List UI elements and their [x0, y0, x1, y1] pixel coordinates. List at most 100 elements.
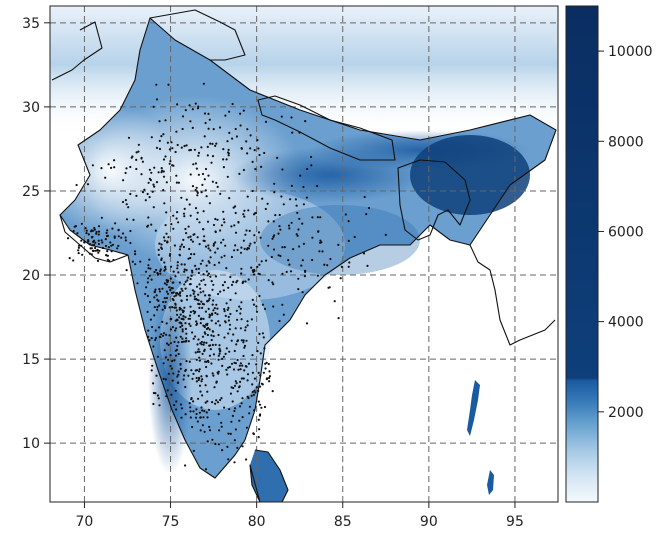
station-dot [185, 294, 189, 298]
station-dot [164, 119, 167, 122]
station-dot [258, 332, 261, 336]
station-dot [162, 189, 165, 192]
station-dot [227, 458, 230, 461]
station-dot [222, 210, 225, 213]
station-dot [177, 373, 180, 376]
station-dot [76, 232, 79, 235]
station-dot [184, 316, 187, 319]
station-dot [106, 258, 109, 261]
station-dot [180, 416, 183, 419]
station-dot [218, 126, 222, 129]
station-dot [226, 140, 229, 143]
colorbar-gradient [566, 6, 598, 502]
station-dot [233, 409, 236, 413]
station-dot [211, 438, 214, 441]
station-dot [177, 271, 180, 274]
station-dot [253, 149, 256, 152]
station-dot [160, 258, 163, 262]
station-dot [202, 317, 205, 320]
station-dot [216, 401, 220, 404]
station-dot [117, 235, 120, 238]
station-dot [91, 235, 94, 238]
station-dot [172, 227, 175, 230]
y-tick-label: 15 [22, 352, 40, 368]
station-dot [230, 283, 234, 286]
station-dot [219, 290, 222, 293]
station-dot [204, 468, 208, 471]
station-dot [129, 241, 132, 245]
station-dot [68, 257, 71, 260]
station-dot [147, 216, 150, 219]
station-dot [116, 247, 119, 250]
station-dot [193, 290, 196, 293]
station-dot [292, 248, 295, 251]
station-dot [238, 419, 241, 422]
station-dot [127, 136, 131, 139]
station-dot [238, 305, 241, 308]
station-dot [183, 215, 186, 218]
station-dot [235, 343, 238, 346]
station-dot [183, 144, 186, 148]
station-dot [175, 400, 178, 403]
station-dot [113, 236, 116, 239]
station-dot [165, 181, 168, 184]
station-dot [216, 307, 219, 310]
nepal-border [257, 95, 396, 161]
station-dot [157, 253, 160, 256]
station-dot [176, 344, 179, 348]
station-dot [207, 174, 210, 177]
station-dot [200, 380, 203, 383]
station-dot [240, 301, 243, 304]
station-dot [182, 238, 185, 241]
station-dot [203, 410, 206, 413]
station-dot [228, 365, 231, 369]
station-dot [290, 116, 293, 119]
station-dot [208, 429, 212, 432]
station-dot [191, 289, 194, 292]
station-dot [244, 280, 247, 283]
station-dot [199, 262, 202, 265]
station-dot [223, 308, 226, 311]
station-dot [199, 390, 202, 393]
station-dot [257, 436, 260, 439]
station-dot [101, 241, 104, 244]
station-dot [253, 234, 256, 237]
station-dot [180, 243, 183, 246]
station-dot [268, 376, 271, 380]
station-dot [228, 110, 231, 113]
station-dot [189, 277, 192, 281]
station-dot [217, 358, 220, 361]
station-dot [147, 267, 150, 270]
station-dot [113, 159, 116, 162]
colorbar-tick-label: 10000 [608, 44, 653, 60]
station-dot [180, 340, 184, 344]
station-dot [139, 260, 142, 263]
station-dot [181, 337, 184, 340]
station-dot [249, 242, 252, 245]
station-dot [279, 228, 282, 231]
station-dot [270, 255, 273, 259]
station-dot [192, 292, 195, 295]
station-dot [66, 237, 70, 240]
nicobar-islands [487, 470, 494, 495]
station-dot [227, 332, 230, 335]
station-dot [239, 362, 242, 365]
station-dot [152, 183, 155, 186]
station-dot [233, 249, 236, 252]
station-dot [365, 213, 368, 216]
station-dot [193, 295, 196, 298]
station-dot [195, 412, 198, 416]
east-central-wet [260, 205, 420, 275]
station-dot [237, 220, 240, 224]
station-dot [223, 221, 226, 224]
station-dot [157, 171, 160, 174]
station-dot [178, 248, 182, 251]
station-dot [228, 323, 232, 326]
station-dot [146, 281, 149, 284]
station-dot [208, 297, 211, 300]
station-dot [221, 364, 224, 367]
station-dot [80, 244, 83, 247]
station-dot [210, 334, 213, 337]
station-dot [337, 317, 340, 320]
station-dot [257, 400, 260, 403]
